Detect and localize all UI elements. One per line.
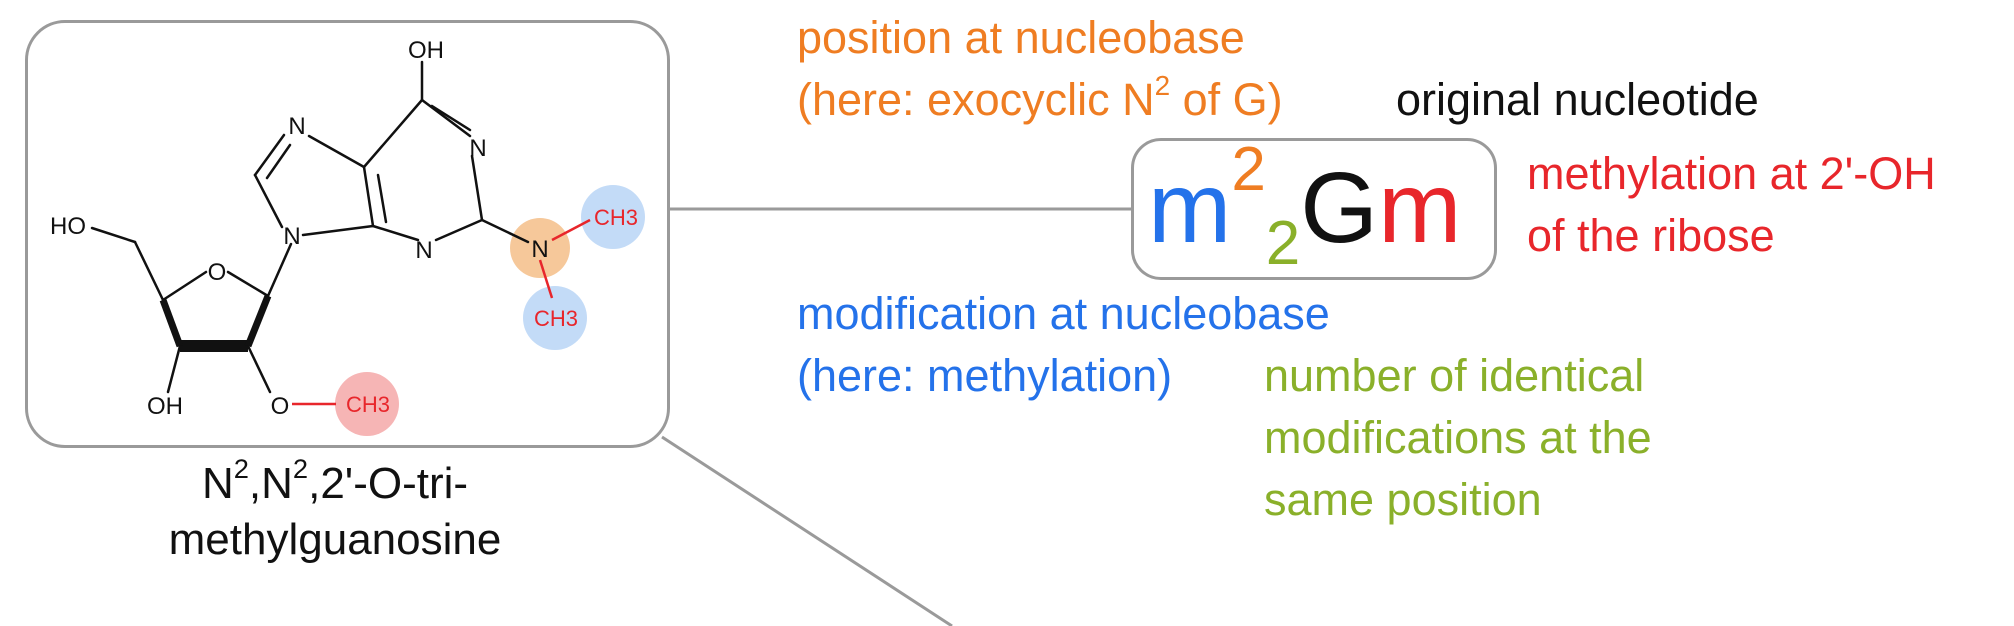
annotation-original-nucleotide: original nucleotide xyxy=(1396,74,1759,125)
annotation-position-line1: position at nucleobase xyxy=(797,12,1245,63)
atom-n-upper-right: N xyxy=(469,135,486,162)
compound-name-line2: methylguanosine xyxy=(168,515,502,564)
annotation-modification-line2: (here: methylation) xyxy=(797,350,1173,401)
atom-ch3-ribose: CH3 xyxy=(346,392,390,417)
annotation-count-line2: modifications at the xyxy=(1264,412,1652,463)
annotation-count-line3: same position xyxy=(1264,474,1542,525)
compound-name-line1: N2,N2,2'-O-tri- xyxy=(201,453,469,508)
code-subscript: 2 xyxy=(1265,209,1301,278)
wedge-right xyxy=(244,294,272,348)
methyl-highlight-bottom xyxy=(523,286,587,350)
atom-n-lower-left: N xyxy=(283,223,300,250)
structure-frame xyxy=(25,20,670,448)
nomenclature-code: m22Gm xyxy=(1148,135,1462,278)
methyl-bonds xyxy=(292,218,591,406)
amine-highlight xyxy=(510,218,570,278)
atom-o-ring: O xyxy=(208,259,227,286)
atom-oh-top: OH xyxy=(408,37,444,64)
atom-ch3-top: CH3 xyxy=(594,205,638,230)
connector-line-diagonal xyxy=(661,435,953,626)
methyl-highlight-ribose xyxy=(335,372,399,436)
code-superscript: 2 xyxy=(1231,135,1266,204)
nomenclature-frame xyxy=(1131,138,1497,280)
wedge-left xyxy=(159,298,184,348)
atom-oh-bottom: OH xyxy=(147,393,183,420)
methyl-highlight-top xyxy=(581,185,645,249)
atom-n-amine: N xyxy=(531,236,548,263)
wedge-bond xyxy=(180,340,248,352)
atom-ho-left: HO xyxy=(50,213,86,240)
annotation-count-line1: number of identical xyxy=(1264,350,1645,401)
annotation-ribose-line2: of the ribose xyxy=(1527,210,1775,261)
atom-o-methoxy: O xyxy=(271,393,290,420)
code-prefix-m: m xyxy=(1148,152,1232,264)
annotation-ribose-line1: methylation at 2'-OH xyxy=(1527,148,1936,199)
code-base-g: G xyxy=(1300,152,1379,264)
atom-n-upper-left: N xyxy=(288,113,305,140)
annotation-position-line2: (here: exocyclic N2 of G) xyxy=(797,69,1283,125)
structure-bonds xyxy=(90,60,530,394)
annotation-modification-line1: modification at nucleobase xyxy=(797,288,1330,339)
compound-name: N2,N2,2'-O-tri- methylguanosine xyxy=(150,453,520,568)
atom-ch3-bottom: CH3 xyxy=(534,306,578,331)
atom-n-lower-mid: N xyxy=(415,237,432,264)
code-suffix-m: m xyxy=(1378,152,1462,264)
